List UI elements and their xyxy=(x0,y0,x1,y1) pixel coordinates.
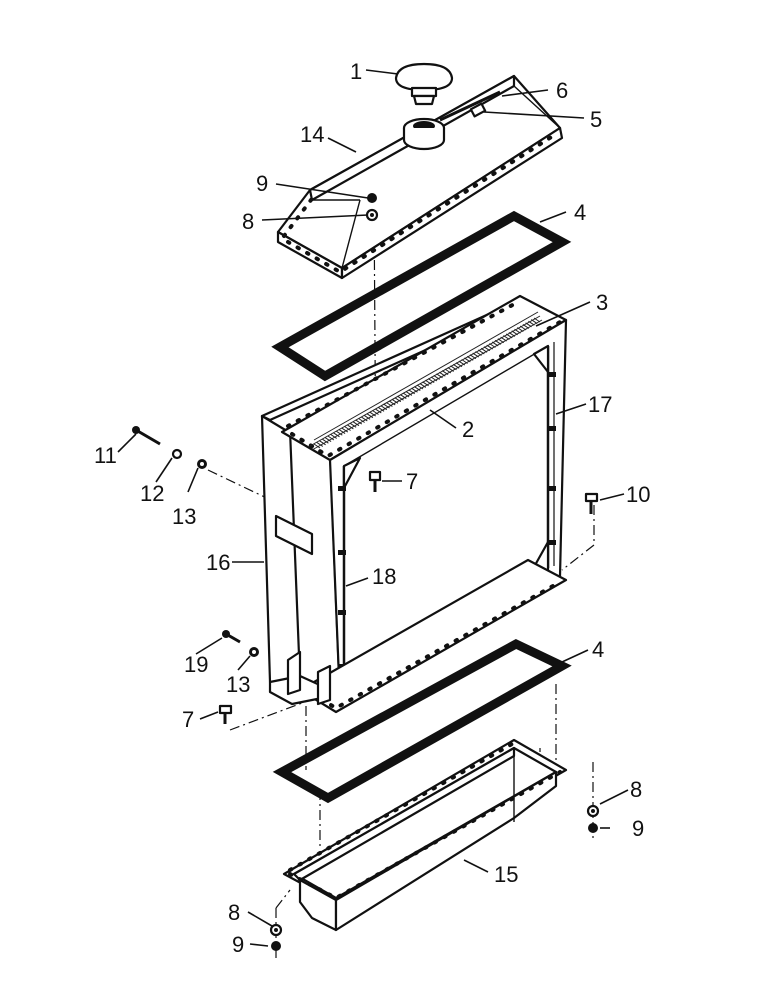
callout-9: 9 xyxy=(256,171,268,196)
bolt-7-lower xyxy=(218,704,233,724)
radiator-cap xyxy=(394,62,454,106)
callout-labels: 1 6 5 14 9 8 4 3 17 2 11 12 13 7 10 16 1… xyxy=(94,59,650,957)
bottom-tank xyxy=(282,738,568,932)
nut-13-upper xyxy=(197,459,207,469)
filler-neck xyxy=(402,117,446,151)
callout-12: 12 xyxy=(140,481,164,506)
leader-lines xyxy=(117,69,629,947)
top-tank-nut-washer xyxy=(365,193,379,222)
bottom-washer-8-right xyxy=(586,804,600,818)
washer-12 xyxy=(171,448,183,460)
callout-7-lower: 7 xyxy=(182,707,194,732)
nut-13-lower xyxy=(249,647,259,657)
top-tank xyxy=(276,74,564,280)
callout-18: 18 xyxy=(372,564,396,589)
bolt-19 xyxy=(222,630,241,644)
callout-16: 16 xyxy=(206,550,230,575)
callout-9-right: 9 xyxy=(632,816,644,841)
core-fins xyxy=(313,317,541,449)
callout-8-right: 8 xyxy=(630,777,642,802)
callout-15: 15 xyxy=(494,862,518,887)
lower-gasket xyxy=(272,638,572,804)
bottom-washer-8-left xyxy=(269,923,283,937)
callout-5: 5 xyxy=(590,107,602,132)
bolt-7-center xyxy=(368,470,382,492)
callout-14: 14 xyxy=(300,122,324,147)
callout-13-upper: 13 xyxy=(172,504,196,529)
bottom-nut-9-right xyxy=(588,823,598,833)
callout-13-lower: 13 xyxy=(226,672,250,697)
callout-1: 1 xyxy=(350,59,362,84)
callout-8-left: 8 xyxy=(228,900,240,925)
callout-3: 3 xyxy=(596,290,608,315)
callout-19: 19 xyxy=(184,652,208,677)
callout-4-upper: 4 xyxy=(574,200,586,225)
callout-8: 8 xyxy=(242,209,254,234)
callout-6: 6 xyxy=(556,78,568,103)
callout-4-lower: 4 xyxy=(592,637,604,662)
callout-9-left: 9 xyxy=(232,932,244,957)
radiator-core xyxy=(260,294,568,714)
bottom-nut-9-left xyxy=(271,941,281,951)
callout-7-center: 7 xyxy=(406,469,418,494)
callout-11: 11 xyxy=(94,443,117,468)
callout-10: 10 xyxy=(626,482,650,507)
callout-2: 2 xyxy=(462,417,474,442)
bolt-10 xyxy=(584,492,599,514)
callout-17: 17 xyxy=(588,392,612,417)
upper-gasket xyxy=(271,210,572,382)
side-bolt-11 xyxy=(132,426,161,446)
